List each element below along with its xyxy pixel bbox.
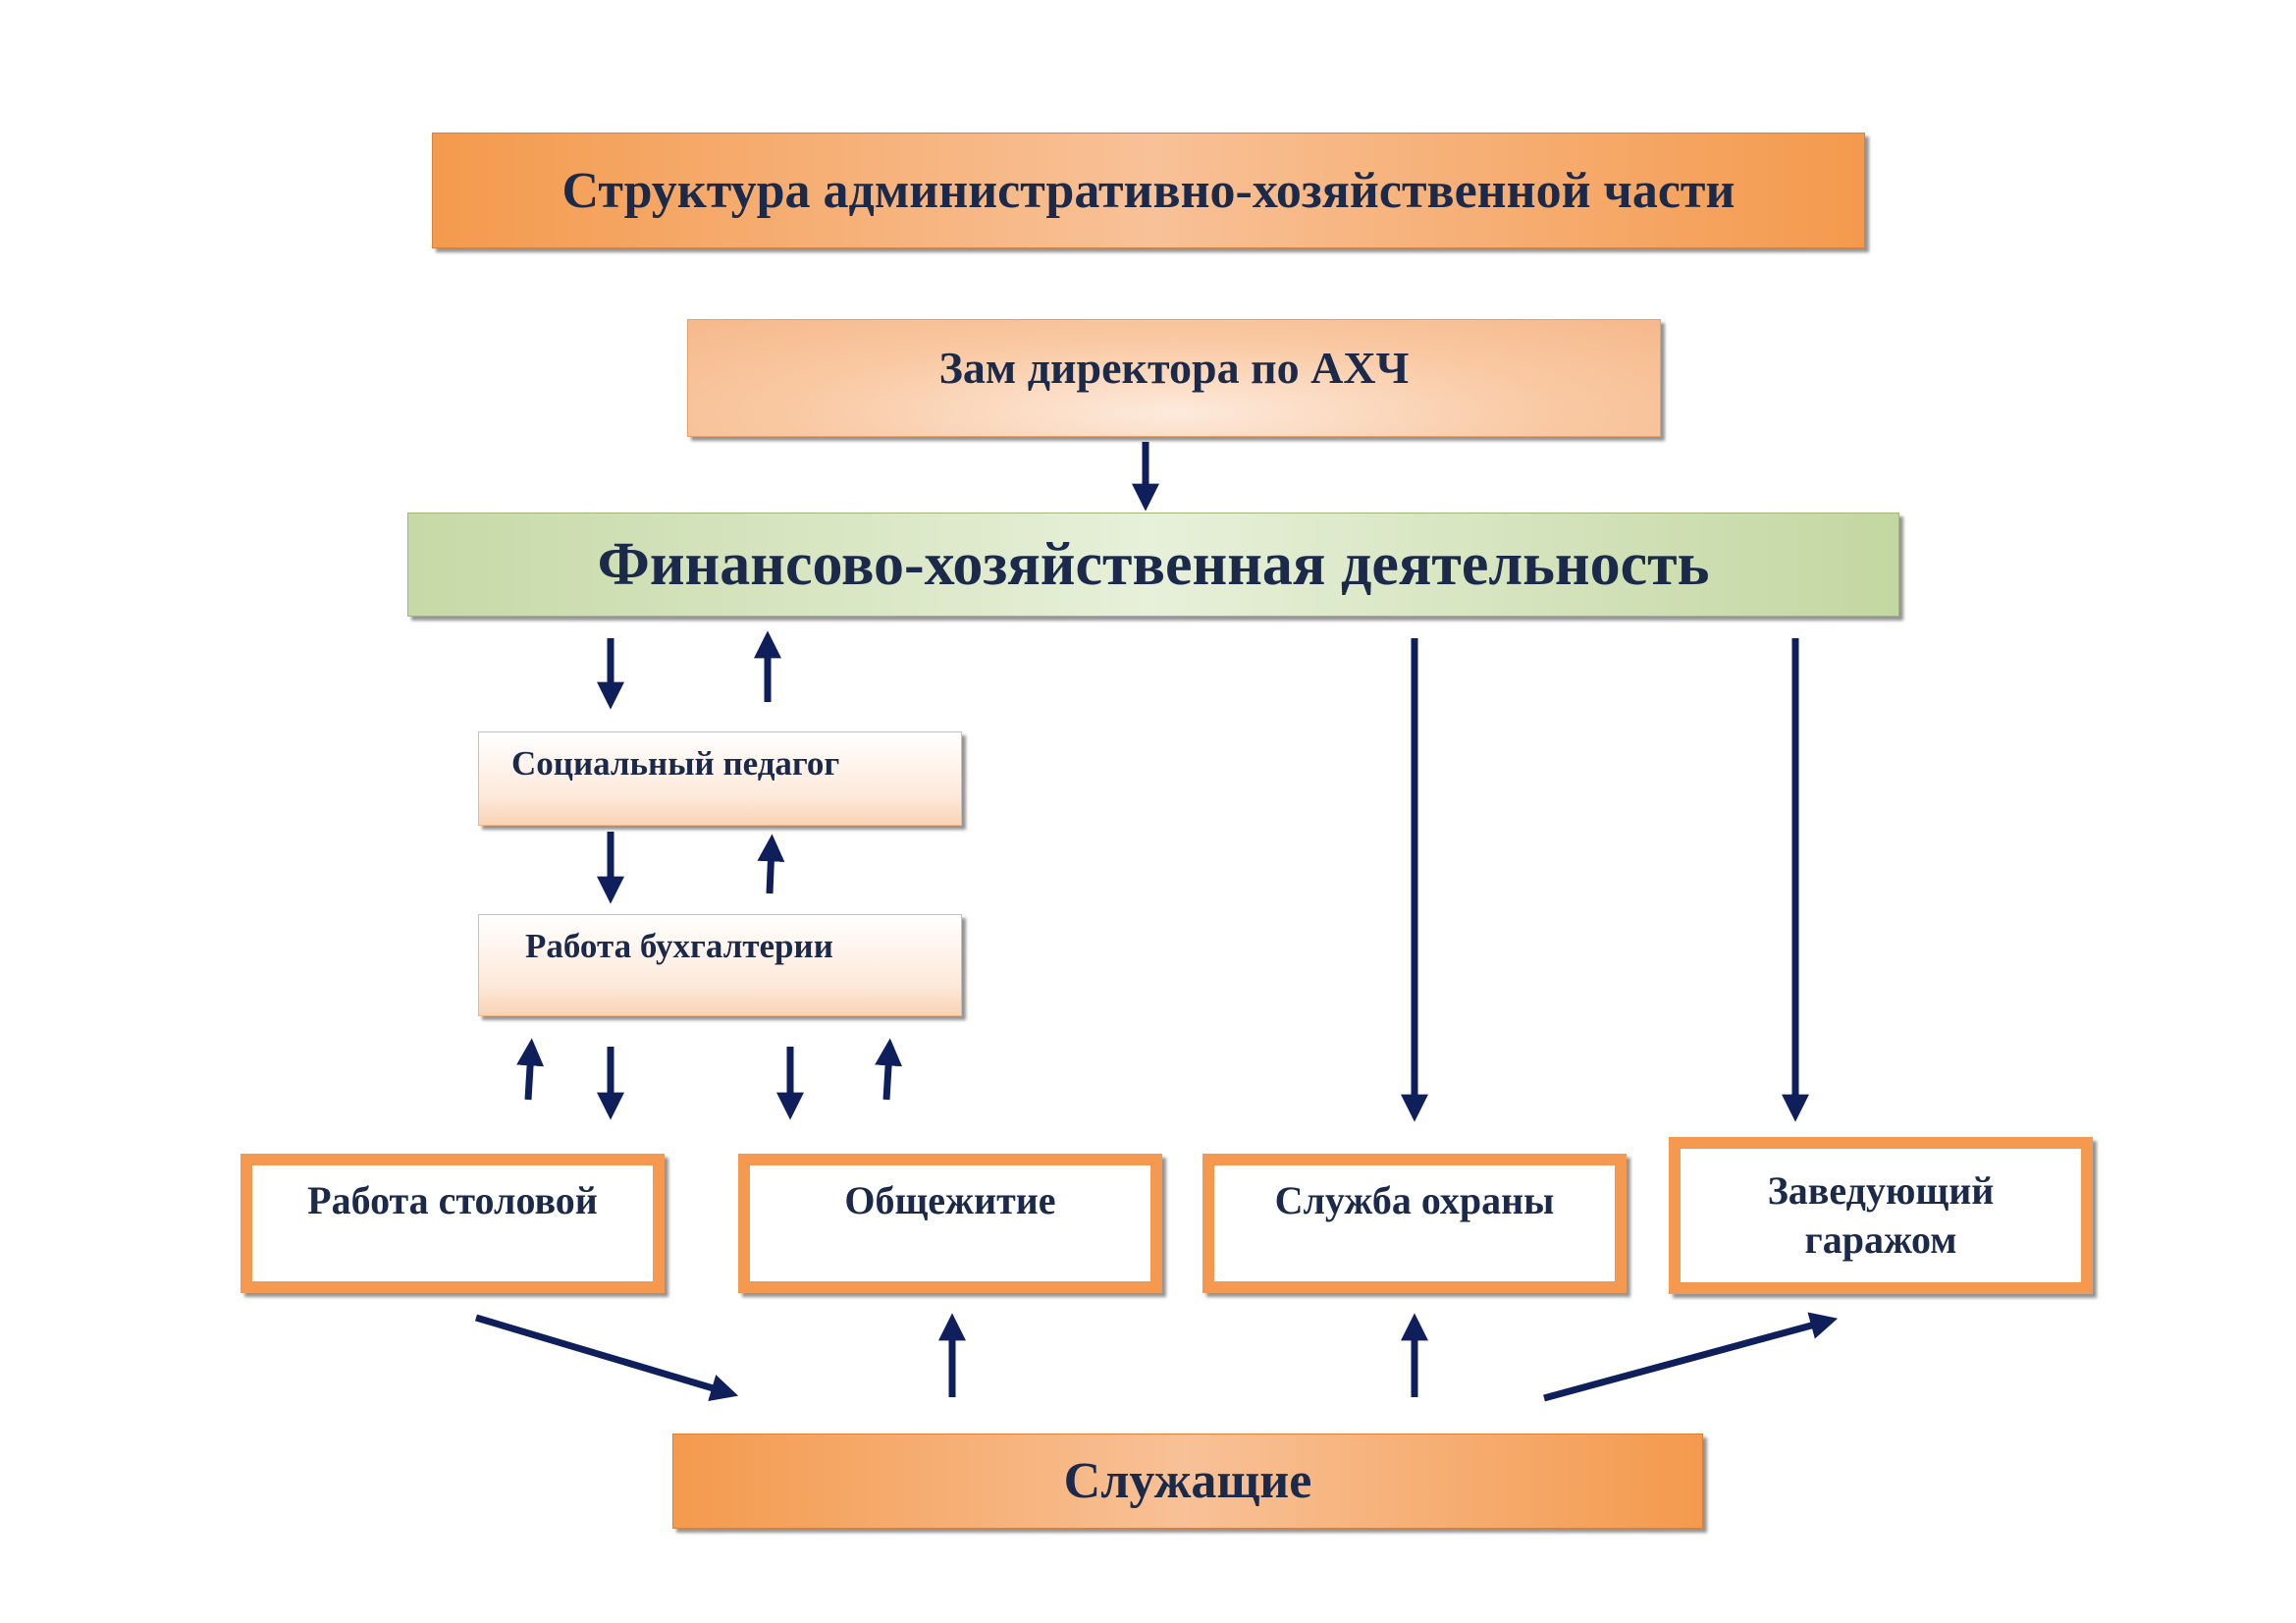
garage-label-line2: гаражом	[1804, 1217, 1957, 1262]
security-label: Служба охраны	[1274, 1178, 1555, 1222]
garage-box: Заведующий гаражом	[1669, 1137, 2093, 1294]
social-teacher-box: Социальный педагог	[478, 731, 962, 826]
arrow-dormitory-to-accounting	[875, 1038, 903, 1101]
canteen-label: Работа столовой	[307, 1178, 598, 1222]
deputy-director-label: Зам директора по АХЧ	[938, 343, 1410, 393]
employees-box: Служащие	[672, 1434, 1703, 1529]
finance-box: Финансово-хозяйственная деятельность	[407, 513, 1899, 617]
arrow-accounting-to-social	[757, 834, 785, 894]
arrow-canteen-to-accounting	[516, 1038, 545, 1101]
employees-label: Служащие	[1063, 1453, 1312, 1509]
finance-label: Финансово-хозяйственная деятельность	[597, 530, 1710, 598]
canteen-box: Работа столовой	[240, 1154, 665, 1293]
accounting-label: Работа бухгалтерии	[525, 927, 833, 965]
dormitory-box: Общежитие	[738, 1154, 1162, 1293]
security-box: Служба охраны	[1202, 1154, 1627, 1293]
deputy-director-box: Зам директора по АХЧ	[687, 319, 1661, 437]
arrow-employees-to-garage	[1543, 1312, 1839, 1402]
diagram-title: Структура административно-хозяйственной …	[561, 162, 1735, 219]
arrow-canteen-to-employees	[475, 1314, 739, 1402]
dormitory-label: Общежитие	[844, 1178, 1056, 1222]
social-teacher-label: Социальный педагог	[511, 744, 840, 783]
garage-label-line1: Заведующий	[1767, 1168, 1995, 1213]
accounting-box: Работа бухгалтерии	[478, 914, 962, 1016]
diagram-title-box: Структура административно-хозяйственной …	[432, 133, 1865, 248]
